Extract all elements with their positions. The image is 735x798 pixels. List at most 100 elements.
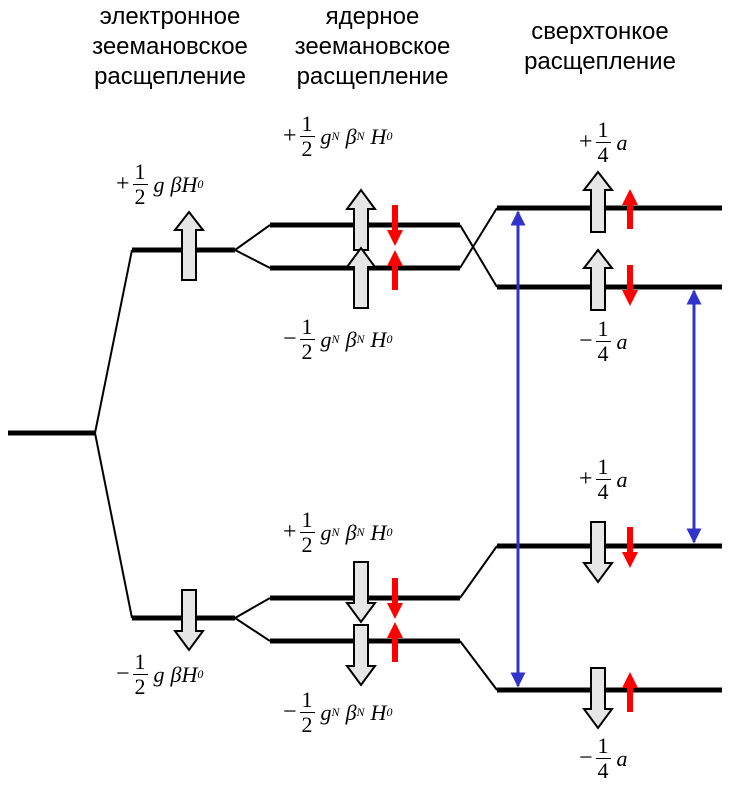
sign: +	[579, 466, 593, 492]
sign: +	[579, 129, 593, 155]
subscript: 0	[386, 705, 393, 719]
header-nuclear-zeeman: ядерное зеемановское расщепление	[265, 2, 480, 92]
red-arrow-down-icon	[622, 527, 638, 568]
electron-spin-down-arrows	[173, 521, 614, 730]
symbol-beta: β	[345, 326, 357, 352]
header-line: зеемановское	[294, 33, 451, 60]
symbol-beta: β	[345, 519, 357, 545]
denominator: 2	[132, 184, 148, 209]
subscript: 0	[386, 332, 393, 346]
symbol-beta: β	[170, 661, 182, 687]
symbol-H: H	[181, 171, 198, 197]
red-arrow-up-icon	[622, 189, 638, 229]
spin-down-icon	[582, 521, 614, 584]
numerator: 1	[597, 733, 609, 758]
symbol-g: g	[320, 519, 332, 545]
header-line: электронное	[99, 3, 241, 30]
sign: +	[283, 519, 297, 545]
spin-down-icon	[345, 561, 377, 624]
sign: −	[283, 326, 297, 352]
numerator: 1	[597, 316, 609, 341]
denominator: 4	[595, 341, 611, 366]
numerator: 1	[301, 314, 313, 339]
red-arrow-down-icon	[387, 578, 403, 619]
spin-up-icon	[581, 248, 615, 311]
denominator: 4	[595, 758, 611, 783]
electron-spin-up-arrows	[172, 170, 615, 311]
numerator: 1	[301, 507, 313, 532]
numerator: 1	[301, 111, 313, 136]
symbol-g: g	[153, 171, 165, 197]
symbol-H: H	[181, 661, 198, 687]
subscript: 0	[197, 177, 204, 191]
symbol-H: H	[370, 123, 387, 149]
denominator: 2	[299, 339, 315, 364]
spin-up-icon	[581, 170, 615, 233]
numerator: 1	[597, 454, 609, 479]
sign: −	[116, 661, 130, 687]
subscript: N	[331, 332, 340, 346]
symbol-beta: β	[345, 699, 357, 725]
subscript: 0	[197, 667, 204, 681]
spin-up-icon	[345, 188, 377, 251]
symbol-a: a	[616, 745, 628, 771]
spin-down-icon	[345, 624, 377, 687]
subscript: N	[356, 705, 365, 719]
header-line: ядерное	[325, 3, 420, 30]
subscript: N	[356, 129, 365, 143]
numerator: 1	[134, 159, 146, 184]
header-line: расщепление	[296, 63, 449, 90]
header-line: сверхтонкое	[531, 18, 669, 45]
numerator: 1	[134, 649, 146, 674]
header-line: зеемановское	[92, 33, 248, 60]
sign: +	[283, 123, 297, 149]
sign: −	[283, 699, 297, 725]
denominator: 2	[299, 136, 315, 161]
header-electron-zeeman: электронное зеемановское расщепление	[70, 2, 270, 92]
symbol-H: H	[370, 699, 387, 725]
symbol-H: H	[370, 326, 387, 352]
denominator: 4	[595, 142, 611, 167]
spin-up-icon	[345, 246, 377, 309]
nuclear-spin-arrows	[387, 189, 638, 712]
red-arrow-up-icon	[387, 622, 403, 662]
symbol-beta: β	[170, 171, 182, 197]
subscript: N	[356, 332, 365, 346]
epr-transitions	[510, 210, 702, 688]
spin-up-icon	[172, 210, 206, 281]
denominator: 2	[299, 712, 315, 737]
red-arrow-up-icon	[387, 250, 403, 290]
symbol-a: a	[616, 328, 628, 354]
red-arrow-up-icon	[622, 672, 638, 712]
sign: +	[116, 171, 130, 197]
subscript: N	[356, 525, 365, 539]
symbol-g: g	[320, 123, 332, 149]
sign: −	[579, 328, 593, 354]
subscript: N	[331, 129, 340, 143]
header-line: расщепление	[94, 63, 246, 90]
red-arrow-down-icon	[622, 265, 638, 306]
denominator: 2	[132, 674, 148, 699]
subscript: N	[331, 705, 340, 719]
subscript: 0	[386, 525, 393, 539]
red-arrow-down-icon	[387, 205, 403, 246]
symbol-g: g	[320, 699, 332, 725]
